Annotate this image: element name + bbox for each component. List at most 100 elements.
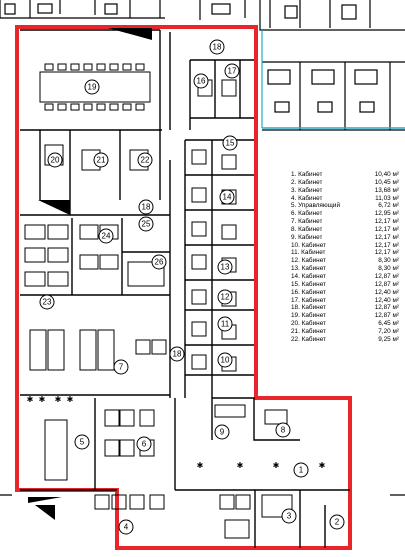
legend-room-name: 7. Кабинет bbox=[291, 218, 323, 226]
legend-row: 12. Кабинет 8,30 м² bbox=[291, 257, 399, 265]
legend-room-area: 13,68 м² bbox=[374, 186, 399, 194]
svg-text:1: 1 bbox=[299, 466, 304, 475]
svg-text:19: 19 bbox=[88, 83, 97, 92]
svg-text:✱: ✱ bbox=[319, 461, 326, 470]
legend-room-name: 10. Кабинет bbox=[291, 241, 326, 249]
legend-row: 20. Кабинет 6,45 м² bbox=[291, 320, 399, 328]
room-marker-2: 2 bbox=[329, 514, 345, 530]
legend-room-name: 18. Кабинет bbox=[291, 304, 326, 312]
legend-row: 7. Кабинет 12,17 м² bbox=[291, 218, 399, 226]
legend-row: 16. Кабинет 12,40 м² bbox=[291, 289, 399, 297]
room-marker-18-mid: 18 bbox=[138, 199, 154, 215]
svg-text:26: 26 bbox=[155, 258, 164, 267]
legend-room-name: 13. Кабинет bbox=[291, 265, 326, 273]
svg-text:22: 22 bbox=[141, 156, 150, 165]
room-marker-4: 4 bbox=[118, 519, 134, 535]
legend-row: 5. Управляющий 6,72 м² bbox=[291, 202, 399, 210]
legend-row: 6. Кабинет 12,95 м² bbox=[291, 210, 399, 218]
svg-text:25: 25 bbox=[142, 220, 151, 229]
svg-text:2: 2 bbox=[335, 518, 340, 527]
svg-text:✱: ✱ bbox=[197, 461, 204, 470]
legend-room-name: 22. Кабинет bbox=[291, 335, 326, 343]
svg-text:✱: ✱ bbox=[27, 395, 34, 404]
legend-room-area: 12,17 м² bbox=[374, 241, 399, 249]
legend-room-area: 6,45 м² bbox=[378, 320, 399, 328]
room-marker-5: 5 bbox=[74, 434, 90, 450]
legend-room-area: 12,17 м² bbox=[374, 233, 399, 241]
legend-room-name: 8. Кабинет bbox=[291, 225, 323, 233]
svg-text:20: 20 bbox=[51, 156, 60, 165]
legend-room-name: 20. Кабинет bbox=[291, 320, 326, 328]
room-marker-9: 9 bbox=[214, 424, 230, 440]
room-marker-18-top: 18 bbox=[209, 39, 225, 55]
legend-room-area: 8,30 м² bbox=[378, 265, 399, 273]
room-marker-1: 1 bbox=[293, 462, 309, 478]
svg-text:17: 17 bbox=[228, 67, 237, 76]
legend-room-area: 12,17 м² bbox=[374, 218, 399, 226]
svg-text:14: 14 bbox=[223, 193, 232, 202]
room-marker-10: 10 bbox=[217, 352, 233, 368]
legend-room-area: 12,17 м² bbox=[374, 225, 399, 233]
legend-room-name: 14. Кабинет bbox=[291, 272, 326, 280]
legend-room-name: 17. Кабинет bbox=[291, 296, 326, 304]
legend-room-area: 12,95 м² bbox=[374, 210, 399, 218]
svg-text:11: 11 bbox=[221, 320, 230, 329]
legend-row: 4. Кабинет 11,03 м² bbox=[291, 195, 399, 203]
conference-table bbox=[39, 63, 151, 111]
room-marker-22: 22 bbox=[137, 152, 153, 168]
legend-room-name: 11. Кабинет bbox=[291, 249, 326, 257]
room-marker-8: 8 bbox=[275, 422, 291, 438]
legend-room-name: 2. Кабинет bbox=[291, 178, 323, 186]
room-marker-7: 7 bbox=[113, 359, 129, 375]
legend-room-area: 12,40 м² bbox=[374, 288, 399, 296]
svg-text:5: 5 bbox=[80, 438, 85, 447]
room-marker-21: 21 bbox=[93, 152, 109, 168]
legend-room-name: 12. Кабинет bbox=[291, 257, 326, 265]
legend-room-area: 8,30 м² bbox=[378, 257, 399, 265]
legend-room-area: 10,40 м² bbox=[374, 171, 399, 178]
legend-room-name: 5. Управляющий bbox=[291, 202, 341, 210]
desks bbox=[24, 79, 293, 539]
svg-text:24: 24 bbox=[102, 232, 111, 241]
room-marker-20: 20 bbox=[47, 152, 63, 168]
svg-text:✱: ✱ bbox=[273, 461, 280, 470]
legend-row: 3. Кабинет 13,68 м² bbox=[291, 187, 399, 195]
legend-room-area: 11,03 м² bbox=[375, 194, 399, 202]
legend-room-name: 3. Кабинет bbox=[291, 186, 323, 194]
legend-room-area: 12,40 м² bbox=[374, 296, 399, 304]
room-marker-19: 19 bbox=[84, 79, 100, 95]
legend-room-name: 16. Кабинет bbox=[291, 288, 326, 296]
legend-row: 2. Кабинет 10,45 м² bbox=[291, 179, 399, 187]
svg-text:✱: ✱ bbox=[39, 395, 46, 404]
svg-text:15: 15 bbox=[226, 139, 235, 148]
room-marker-12: 12 bbox=[217, 289, 233, 305]
legend-room-name: 15. Кабинет bbox=[291, 280, 326, 288]
legend-room-name: 4. Кабинет bbox=[291, 194, 323, 202]
room-marker-15: 15 bbox=[222, 135, 238, 151]
svg-text:21: 21 bbox=[97, 156, 106, 165]
room-marker-17: 17 bbox=[224, 63, 240, 79]
room-marker-24: 24 bbox=[98, 228, 114, 244]
legend-room-name: 9. Кабинет bbox=[291, 233, 323, 241]
svg-text:18: 18 bbox=[213, 43, 222, 52]
legend-row: 15. Кабинет 12,87 м² bbox=[291, 281, 399, 289]
svg-text:6: 6 bbox=[142, 440, 147, 449]
room-markers: 1 2 3 4 5 6 7 8 9 10 11 12 13 14 15 16 1… bbox=[39, 39, 345, 535]
room-marker-26: 26 bbox=[151, 254, 167, 270]
legend-row: 9. Кабинет 12,17 м² bbox=[291, 234, 399, 242]
legend-room-name: 6. Кабинет bbox=[291, 210, 323, 218]
svg-text:16: 16 bbox=[197, 77, 206, 86]
legend-row: 8. Кабинет 12,17 м² bbox=[291, 226, 399, 234]
legend-room-area: 6,72 м² bbox=[378, 202, 399, 210]
adjacent-building-top bbox=[0, 0, 405, 31]
legend-room-area: 10,45 м² bbox=[374, 178, 399, 186]
legend-room-area: 12,87 м² bbox=[374, 280, 399, 288]
legend-row: 10. Кабинет 12,17 м² bbox=[291, 242, 399, 250]
